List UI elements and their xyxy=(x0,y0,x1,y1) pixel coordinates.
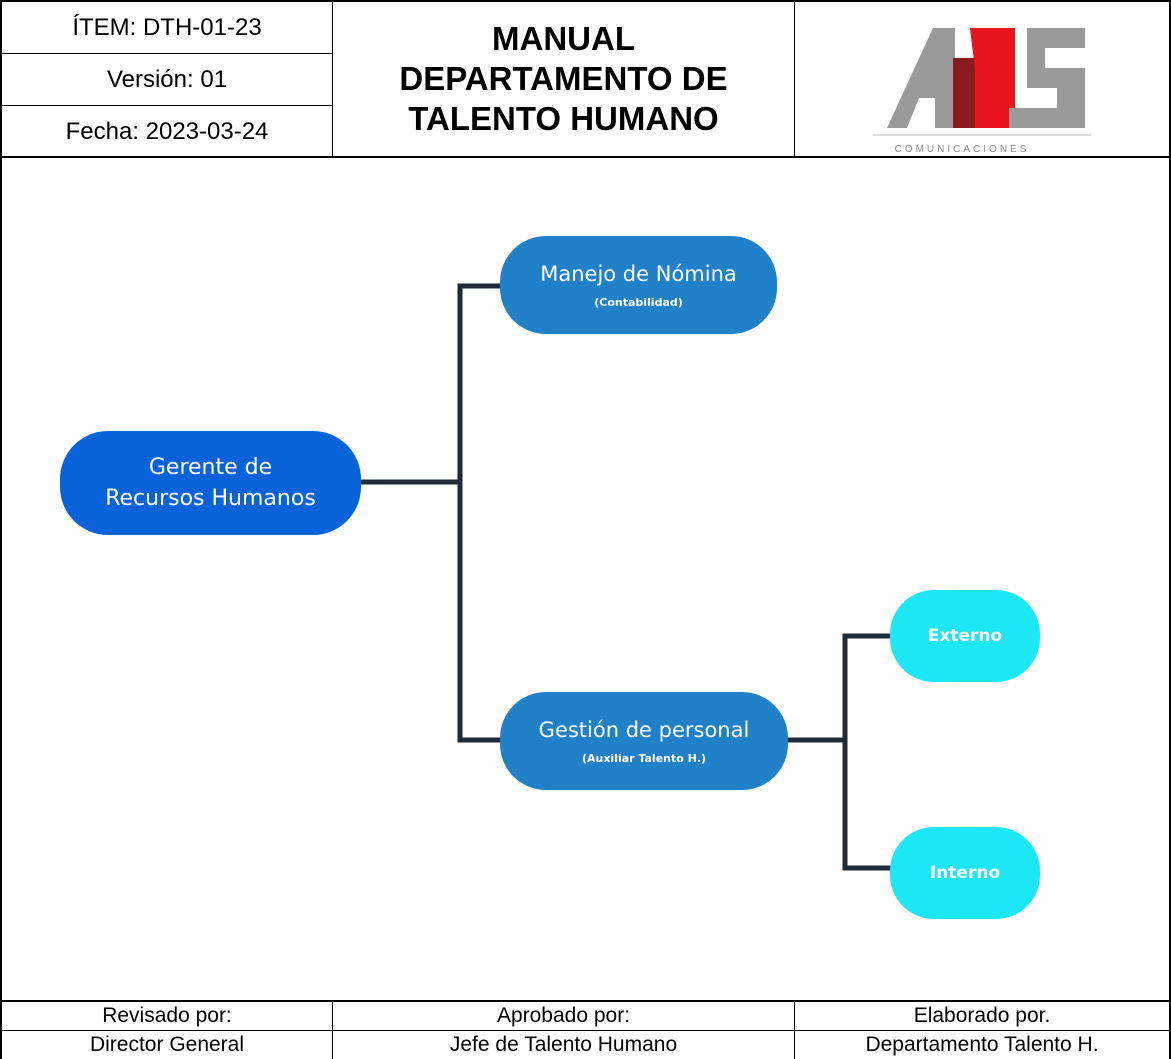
diagram-area xyxy=(0,156,1171,1001)
connector-lines xyxy=(358,283,893,871)
node-manejo-de-nomina: Manejo de Nómina (Contabilidad) xyxy=(500,236,777,334)
node-interno-label: Interno xyxy=(929,863,1001,883)
prepared-value: Departamento Talento H. xyxy=(865,1033,1099,1056)
version: Versión: 01 xyxy=(2,54,332,106)
node-interno: Interno xyxy=(890,827,1040,919)
approved-value: Jefe de Talento Humano xyxy=(449,1033,678,1056)
node-gerente-recursos-humanos: Gerente de Recursos Humanos xyxy=(60,431,361,535)
reviewed-value: Director General xyxy=(89,1033,245,1056)
footer-approved: Aprobado por: Jefe de Talento Humano xyxy=(333,1002,795,1059)
node-gestion-title: Gestión de personal xyxy=(538,717,750,742)
title-line-2: DEPARTAMENTO DE xyxy=(399,60,728,97)
node-nomina-subtitle: (Contabilidad) xyxy=(594,295,683,309)
node-externo: Externo xyxy=(890,590,1040,682)
node-root-line-1: Gerente de xyxy=(148,455,273,480)
title-line-1: MANUAL xyxy=(492,20,635,57)
node-gestion-de-personal: Gestión de personal (Auxiliar Talento H.… xyxy=(500,692,788,790)
date: Fecha: 2023-03-24 xyxy=(65,117,269,145)
node-root-line-2: Recursos Humanos xyxy=(105,486,316,511)
reviewed-label: Revisado por: xyxy=(2,1002,332,1031)
document-footer: Revisado por: Director General Aprobado … xyxy=(0,1000,1171,1059)
document-metadata: ÍTEM: DTH-01-23 Versión: 01 Fecha: 2023-… xyxy=(2,2,333,156)
company-logo: COMUNICACIONES xyxy=(795,2,1169,156)
node-gestion-subtitle: (Auxiliar Talento H.) xyxy=(581,751,707,765)
document-header: ÍTEM: DTH-01-23 Versión: 01 Fecha: 2023-… xyxy=(0,0,1171,158)
approved-label: Aprobado por: xyxy=(333,1002,794,1031)
ans-logo-icon: COMUNICACIONES xyxy=(873,28,1091,155)
footer-reviewed: Revisado por: Director General xyxy=(2,1002,333,1059)
item-code: ÍTEM: DTH-01-23 xyxy=(2,2,332,54)
title-line-3: TALENTO HUMANO xyxy=(408,100,719,137)
node-externo-label: Externo xyxy=(927,626,1003,646)
prepared-label: Elaborado por. xyxy=(795,1002,1169,1031)
footer-prepared: Elaborado por. Departamento Talento H. xyxy=(795,1002,1169,1059)
logo-tagline: COMUNICACIONES xyxy=(895,144,1030,155)
node-nomina-title: Manejo de Nómina xyxy=(540,261,737,286)
document-title: MANUAL DEPARTAMENTO DE TALENTO HUMANO xyxy=(333,2,795,156)
